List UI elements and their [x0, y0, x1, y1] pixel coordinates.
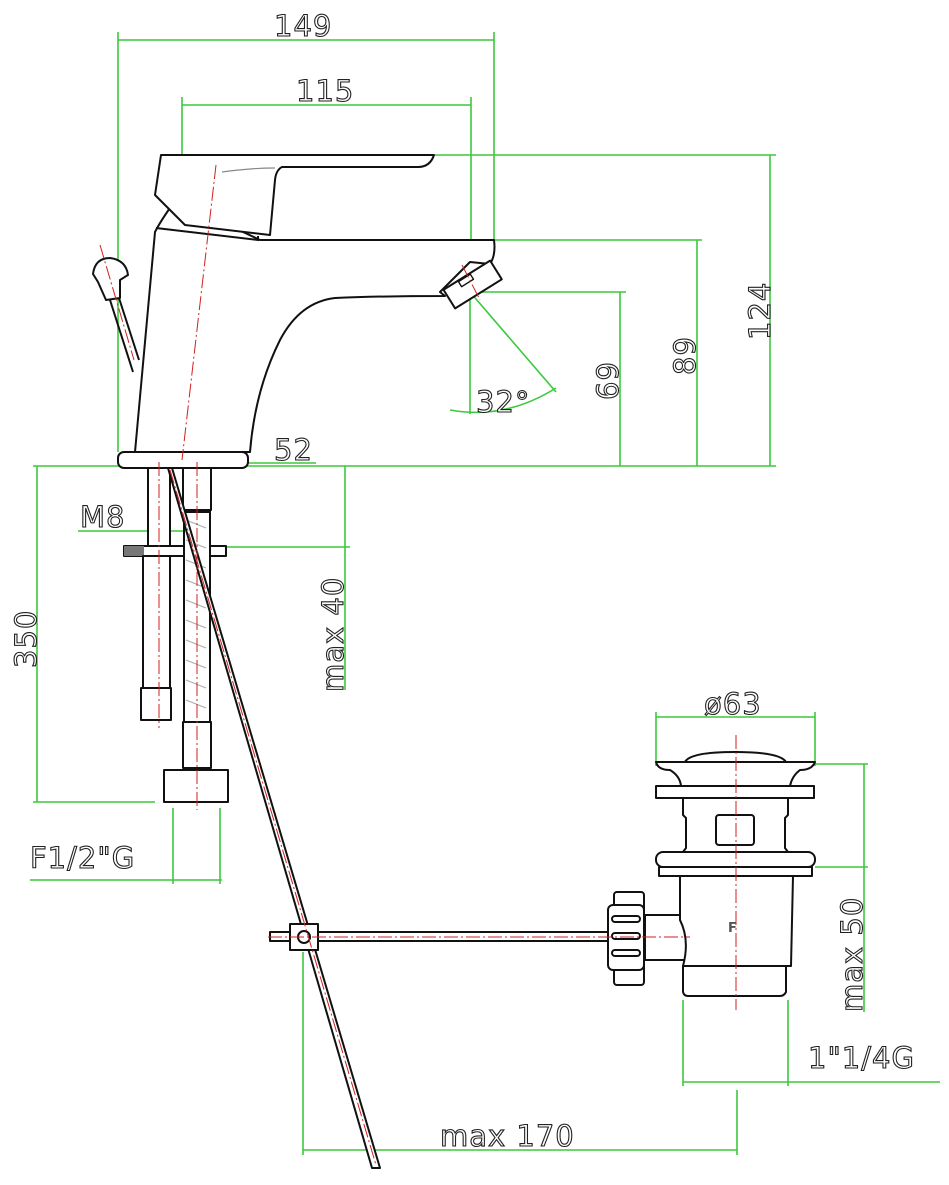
label-waste-thread: 1"1/4G: [808, 1041, 915, 1075]
label-thread: M8: [80, 500, 125, 534]
label-outlet-angle: 32°: [476, 385, 530, 419]
m8-nut: [140, 687, 172, 721]
faucet-body: [92, 154, 503, 469]
label-spout-height: 89: [668, 336, 702, 375]
label-hose-length: 350: [9, 610, 43, 668]
waste-marking: F: [728, 921, 737, 936]
label-overall-width: 149: [274, 9, 332, 43]
hose-nut: [163, 769, 229, 803]
label-max-deck: max 40: [316, 577, 350, 692]
label-hose-connection: F1/2"G: [30, 841, 135, 875]
label-rod-distance: max 170: [440, 1119, 575, 1153]
dimension-labels: 149 115 124 89 69 32° 52 M8 max 40 350 F…: [8, 8, 915, 1153]
label-overall-height: 124: [743, 282, 777, 340]
label-waste-diameter: ø63: [704, 687, 762, 721]
popup-waste: F: [607, 751, 816, 997]
dimension-lines: [30, 32, 940, 1155]
centerlines: [99, 164, 737, 1166]
label-spout-reach: 115: [296, 74, 354, 108]
popup-rod: [167, 467, 381, 1169]
label-base-diameter: 52: [274, 433, 313, 467]
label-outlet-height: 69: [591, 361, 625, 400]
label-waste-height: max 50: [835, 897, 869, 1012]
